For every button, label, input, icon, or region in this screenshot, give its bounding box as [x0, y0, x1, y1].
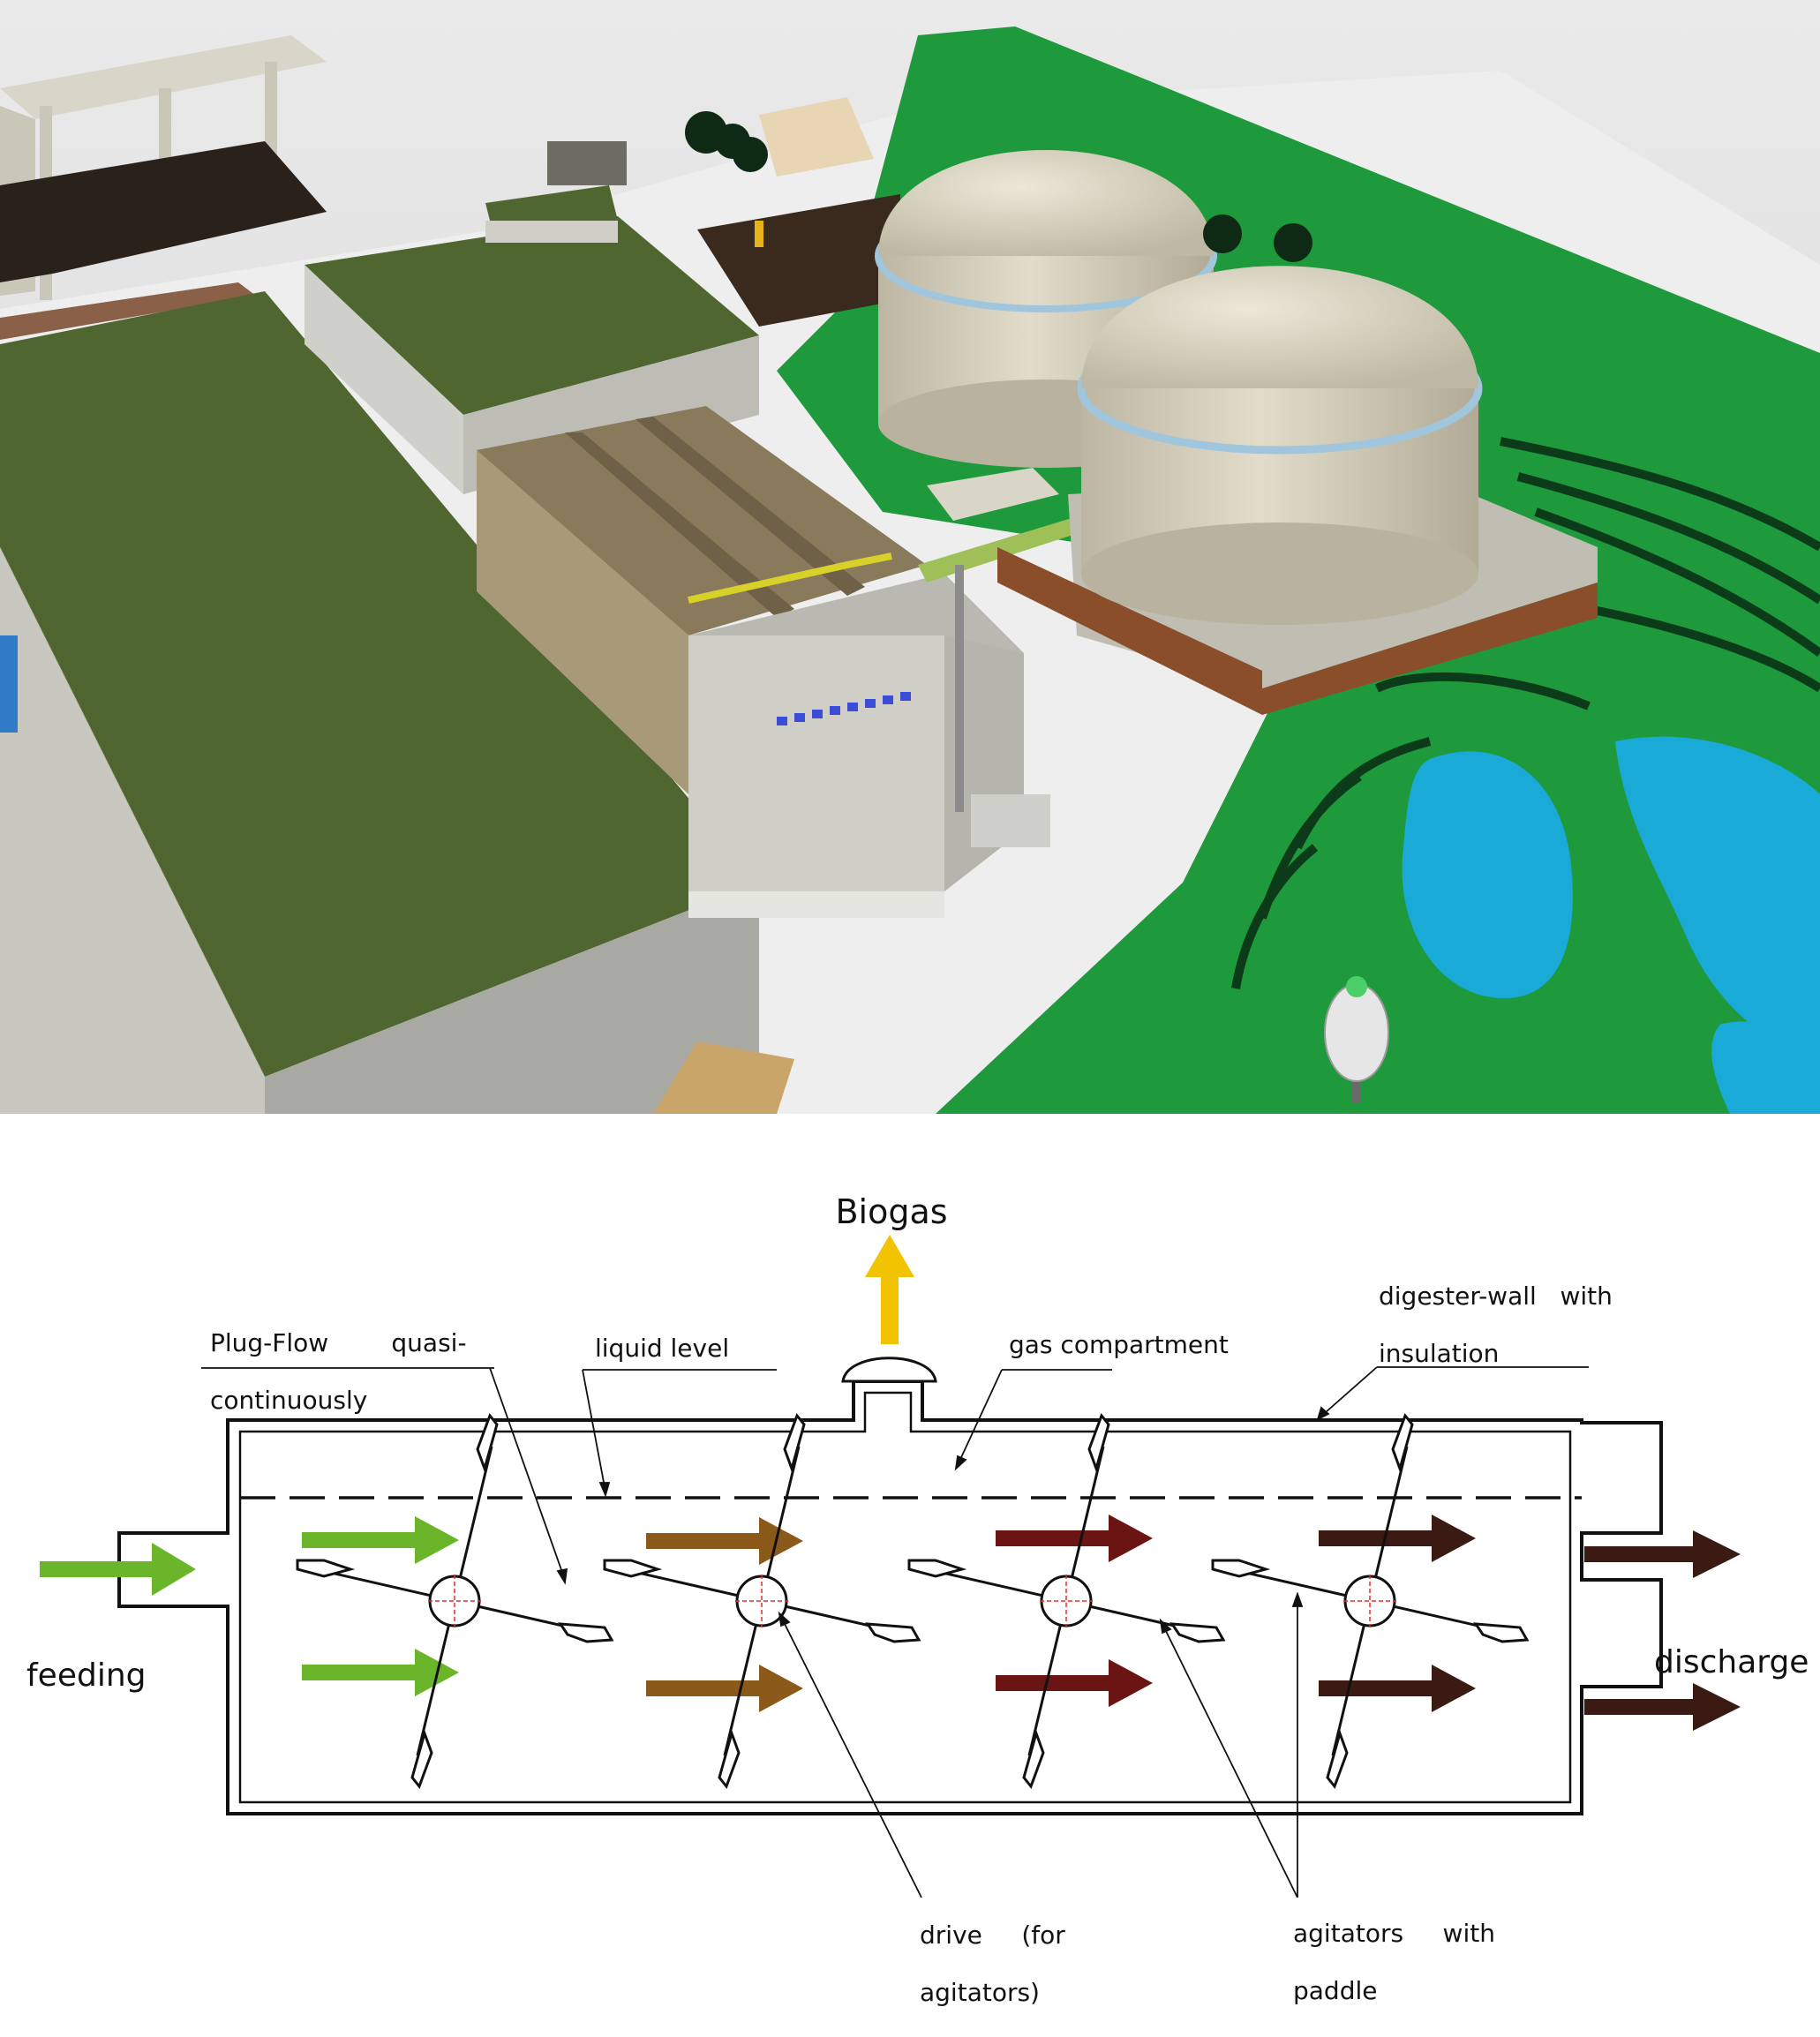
gas-outlet-cap [841, 1357, 937, 1383]
plug-flow-label-line2: continuously [210, 1386, 367, 1415]
flow-arrows-zone-2 [646, 1517, 803, 1712]
flow-arrows-zone-4 [1319, 1515, 1476, 1712]
digester-wall [117, 1379, 1663, 1815]
pond-left [1402, 751, 1573, 999]
agitator-4 [1211, 1412, 1530, 1790]
hub-crosshair [1040, 1575, 1093, 1627]
long-building [0, 291, 794, 1114]
discharge-label: discharge [1654, 1644, 1809, 1680]
pond-bottom [1711, 1021, 1820, 1114]
plug-flow-diagram: Biogas digester-wall with insulation Plu… [26, 1192, 1809, 2007]
agitator-1 [296, 1412, 614, 1790]
agitator-2 [603, 1412, 921, 1790]
biogas-arrow [865, 1235, 914, 1344]
plug-flow-label-line1: Plug-Flow quasi- [210, 1328, 467, 1357]
digester-tank-front [997, 266, 1598, 715]
tree [1324, 976, 1389, 1103]
hub-crosshair [1343, 1575, 1396, 1627]
hub-crosshair [735, 1575, 788, 1627]
terrace-lines [1231, 437, 1820, 989]
agitators-label-line1: agitators with [1293, 1919, 1495, 1948]
digester-wall-label-line2: insulation [1379, 1339, 1499, 1368]
brown-strip [0, 282, 256, 340]
feeding-label: feeding [26, 1657, 147, 1694]
leader-lines [201, 1366, 1589, 1898]
discharge-arrows [1584, 1530, 1741, 1731]
canopy-shed [0, 35, 327, 300]
biogas-label: Biogas [835, 1192, 947, 1231]
digester-wall-label-line1: digester-wall with [1379, 1282, 1613, 1311]
agitator-3 [907, 1412, 1226, 1790]
feeding-arrow [40, 1543, 196, 1596]
back-structures [547, 97, 900, 327]
gas-compartment-label: gas compartment [1009, 1330, 1229, 1359]
flow-arrows-zone-3 [996, 1515, 1153, 1707]
pond-right [1615, 736, 1820, 1059]
drive-label-line2: agitators) [920, 1978, 1040, 2007]
plant-render [0, 0, 1820, 1114]
drive-label-line1: drive (for [920, 1920, 1065, 1950]
agitators-label-line2: paddle [1293, 1976, 1377, 2005]
hub-crosshair [428, 1575, 481, 1627]
digester-building [477, 406, 1130, 918]
liquid-level-label: liquid level [595, 1334, 729, 1363]
flow-arrows-zone-1 [302, 1516, 459, 1696]
